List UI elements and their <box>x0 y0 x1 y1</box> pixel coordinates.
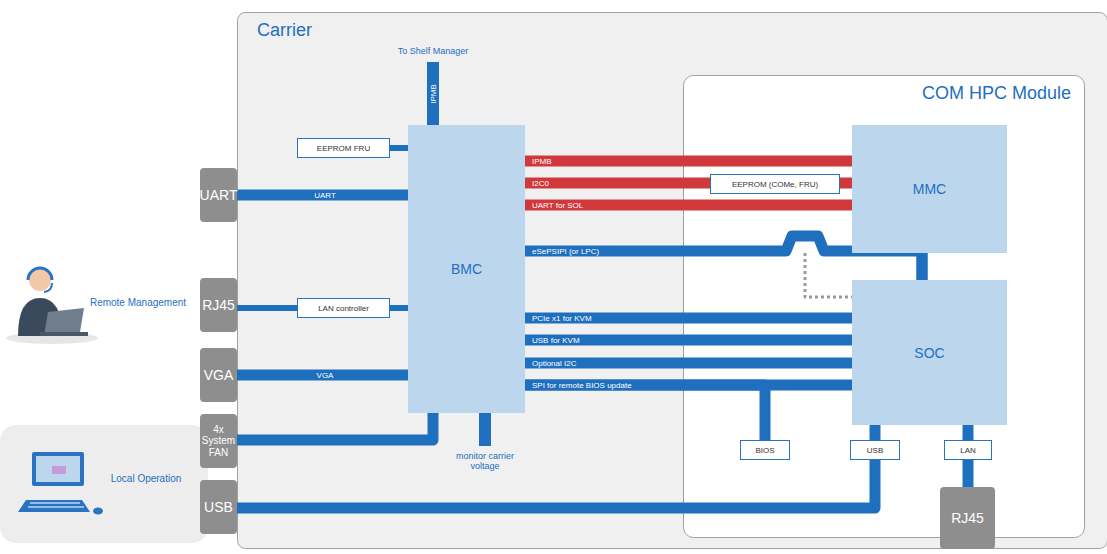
signal-label: eSePSIPI (or LPC) <box>532 247 599 256</box>
soc-block: SOC <box>852 280 1007 425</box>
signal-line <box>870 425 881 440</box>
node-text: RJ45 <box>200 297 237 313</box>
node-text: VGA <box>202 367 236 383</box>
signal-label: UART <box>314 191 336 200</box>
vga-connector: VGA <box>200 348 237 402</box>
node-text: 4x System FAN <box>200 424 237 459</box>
signal-line <box>963 460 974 487</box>
node-text: LAN <box>957 446 979 455</box>
local-operation-ground <box>0 425 208 543</box>
eeprom-chip: EEPROM (COMe, FRU) <box>710 174 840 194</box>
voltage-monitor-line <box>479 412 491 446</box>
node-text: COM HPC Module <box>922 83 1071 104</box>
mmc-block: MMC <box>852 125 1007 253</box>
node-text: UART <box>198 187 240 203</box>
signal-line <box>237 370 408 381</box>
node-text: BIOS <box>752 446 777 455</box>
shelf-manager-label: To Shelf Manager <box>398 46 469 56</box>
signal-label: I2C0 <box>532 179 549 188</box>
signal-line <box>963 425 974 440</box>
voltage-label: monitor carrier voltage <box>446 451 524 472</box>
signal-line <box>525 200 852 211</box>
signal-line <box>525 385 765 440</box>
shelf-manager-line <box>427 62 439 126</box>
node-text: USB <box>864 446 886 455</box>
node-text: EEPROM (COMe, FRU) <box>729 180 821 189</box>
bus-label: IPMB <box>429 84 438 104</box>
signal-line <box>805 253 852 297</box>
signal-line <box>237 413 433 440</box>
node-text: USB <box>202 499 235 515</box>
usb-port: USB <box>850 440 900 460</box>
signal-line <box>237 190 408 201</box>
signal-line <box>525 156 852 167</box>
signal-line <box>390 145 408 151</box>
signal-line <box>525 313 852 324</box>
remote-person-icon <box>18 268 88 336</box>
rj45-connector: RJ45 <box>200 278 237 332</box>
fan-connector: 4x System FAN <box>200 414 237 468</box>
carrier-board: CarrierEEPROM FRU LAN controller BMC COM HP… <box>237 12 1107 549</box>
signal-line <box>237 305 297 311</box>
bios-chip: BIOS <box>740 440 790 460</box>
node-text: BMC <box>451 261 482 277</box>
node-text: Carrier <box>257 20 312 41</box>
signal-label: IPMB <box>532 157 552 166</box>
node-text: SOC <box>914 345 944 361</box>
module-outline <box>684 76 1085 538</box>
node-text: EEPROM FRU <box>314 144 373 153</box>
signal-label: Optional I2C <box>532 359 576 368</box>
node-text: RJ45 <box>949 510 986 526</box>
signal-label: VGA <box>317 371 334 380</box>
signal-label: PCIe x1 for KVM <box>532 314 592 323</box>
node-text: MMC <box>913 181 946 197</box>
signal-line <box>390 305 408 311</box>
signal-label: USB for KVM <box>532 336 580 345</box>
remote-label: Remote Management <box>90 297 186 308</box>
local-computer-icon <box>18 452 103 515</box>
lan-port: LAN <box>944 440 992 460</box>
signal-label: UART for SOL <box>532 201 583 210</box>
signal-label: SPI for remote BIOS update <box>532 381 632 390</box>
local-label: Local Operation <box>111 473 182 484</box>
signal-line <box>525 358 852 369</box>
uart-connector: UART <box>200 168 237 222</box>
carrier-outline <box>238 13 1107 549</box>
signal-line <box>525 335 852 346</box>
lan-controller: LAN controller <box>297 298 390 318</box>
usb-connector: USB <box>200 480 237 534</box>
node-text: LAN controller <box>315 304 372 313</box>
bmc-block: BMC <box>408 125 525 413</box>
eeprom-chip: EEPROM FRU <box>297 138 390 158</box>
module-board: COM HPC ModuleMMC EEPROM (COMe, FRU) SOC BI… <box>683 75 1085 538</box>
signal-line <box>917 253 928 280</box>
signal-line <box>237 460 875 508</box>
rj45-connector: RJ45 <box>940 487 995 549</box>
